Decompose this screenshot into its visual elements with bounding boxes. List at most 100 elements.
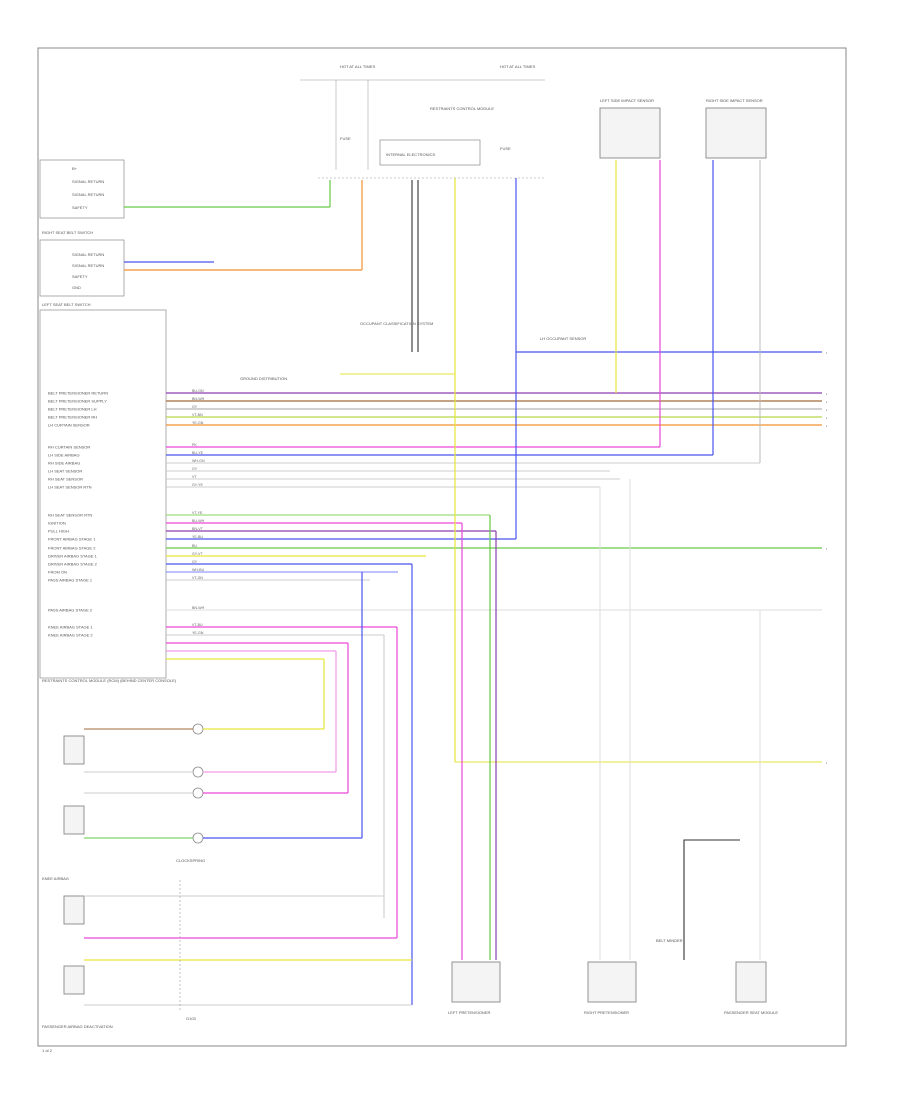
rcm-row-label: PULL HIGH xyxy=(48,529,69,534)
tick-7: • xyxy=(826,547,828,551)
wire-code-label: VT-BU xyxy=(192,623,203,627)
wire-code-label: YE-GN xyxy=(192,421,204,425)
black-wire-ground xyxy=(683,839,740,960)
tick-4: • xyxy=(826,408,828,412)
internal-label: INTERNAL ELECTRONICS xyxy=(386,152,436,157)
rcm-row-label: BELT PRETENSIONER SUPPLY xyxy=(48,399,107,404)
wire-code-label: GY xyxy=(192,560,198,564)
wire-code-label: BU-YE xyxy=(192,451,204,455)
g-label: G103 xyxy=(186,1016,197,1021)
rcm-row-label: LH SEAT SENSOR xyxy=(48,469,82,474)
wire-code-label: PK xyxy=(192,443,197,447)
vertical-wires xyxy=(323,160,761,1005)
bottom-modules: LEFT PRETENSIONER RIGHT PRETENSIONER PAS… xyxy=(42,876,778,1021)
connector-c2 xyxy=(192,766,204,778)
rcm-row-label: BELT PRETENSIONER RH xyxy=(48,415,97,420)
wire-code-label: BU xyxy=(192,544,197,548)
mid-box-row-4: GND xyxy=(72,285,81,290)
hot-label-1: HOT AT ALL TIMES xyxy=(340,64,375,69)
rcm-row-label: RH SIDE AIRBAG xyxy=(48,461,80,466)
lower-heading: RESTRAINTS CONTROL MODULE (RCM) (BEHIND … xyxy=(42,678,177,683)
rcm-row-label: KNEE AIRBAG STAGE 2 xyxy=(48,633,93,638)
bottom-left-wires xyxy=(84,880,412,1010)
passenger-seat-module xyxy=(735,961,767,1003)
mid-box-labels: SIGNAL RETURN SIGNAL RETURN SAFETY GND xyxy=(72,252,104,290)
belt-minder-label: BELT MINDER xyxy=(656,938,683,943)
right-seat-belt-switch-box xyxy=(39,239,125,297)
rcm-row-label: RH SEAT SENSOR xyxy=(48,477,83,482)
wire-code-label: GY xyxy=(192,467,198,471)
diagram-frame xyxy=(37,47,847,1047)
fuse-label-1: FUSE xyxy=(340,136,351,141)
mid-box-row-2: SIGNAL RETURN xyxy=(72,263,104,268)
right-sensor-label: RIGHT SIDE IMPACT SENSOR xyxy=(706,98,763,103)
knee-airbag-module xyxy=(63,965,85,995)
right-terminal-ticks: • • • • • • • • xyxy=(826,351,828,765)
mid-box-row-3: SAFETY xyxy=(72,274,88,279)
left-side-sensor-module xyxy=(599,107,661,159)
tick-8: • xyxy=(826,761,828,765)
page-label: 1 of 2 xyxy=(42,1048,53,1053)
left-seat-belt-switch-box xyxy=(39,159,125,219)
passenger-module-label: PASSENGER SEAT MODULE xyxy=(724,1010,778,1015)
tick-6: • xyxy=(826,424,828,428)
right-pretensioner-label: RIGHT PRETENSIONER xyxy=(584,1010,629,1015)
bottom-heading: PASSENGER AIRBAG DEACTIVATION xyxy=(42,1024,113,1029)
wire-code-label: YE-BU xyxy=(192,535,203,539)
internal-electronics-box xyxy=(379,139,481,166)
occupant-label: OCCUPANT CLASSIFICATION SYSTEM xyxy=(360,321,433,326)
right-pretensioner-module xyxy=(587,961,637,1003)
rcm-row-label: DRIVER AIRBAG STAGE 2 xyxy=(48,562,98,567)
right-seat-belt-label: RIGHT SEAT BELT SWITCH xyxy=(42,230,93,235)
rcm-row-label: RH CURTAIN SENSOR xyxy=(48,445,90,450)
wire-code-label: BN-WH xyxy=(192,397,205,401)
tick-3: • xyxy=(826,400,828,404)
fuse-label-2: FUSE xyxy=(500,146,511,151)
wire-code-label: VT-YE xyxy=(192,511,203,515)
rcm-row-label: FRONT AIRBAG STAGE 1 xyxy=(48,537,96,542)
wire-code-label: VT xyxy=(192,475,197,479)
left-seat-belt-label: LEFT SEAT BELT SWITCH xyxy=(42,302,91,307)
horizontal-wires xyxy=(124,206,822,763)
connector-c1 xyxy=(192,723,204,735)
rcm-row-label: LH CURTAIN SENSOR xyxy=(48,423,90,428)
top-box-row-4: SAFETY xyxy=(72,205,88,210)
tick-1: • xyxy=(826,351,828,355)
clockspring-label: CLOCKSPRING xyxy=(176,858,205,863)
rcm-row-label: PASS AIRBAG STAGE 1 xyxy=(48,578,93,583)
tick-2: • xyxy=(826,392,828,396)
rcm-row-label: RH SEAT SENSOR RTN xyxy=(48,513,92,518)
wire-code-label: WH-BU xyxy=(192,568,205,572)
left-pretensioner-label: LEFT PRETENSIONER xyxy=(448,1010,490,1015)
wire-code-label: YE-GN xyxy=(192,631,204,635)
rcm-row-label: BELT PRETENSIONER LH xyxy=(48,407,97,412)
rcm-row-label: LH SIDE AIRBAG xyxy=(48,453,80,458)
rcm-row-label: PASS AIRBAG STAGE 2 xyxy=(48,608,93,613)
top-box-row-1: B+ xyxy=(72,166,78,171)
rcm-row-label: FROM ON xyxy=(48,570,67,575)
left-sensor-label: LEFT SIDE IMPACT SENSOR xyxy=(600,98,654,103)
driver-airbag-module-2 xyxy=(63,805,85,835)
top-box-row-3: SIGNAL RETURN xyxy=(72,192,104,197)
top-box-row-2: SIGNAL RETURN xyxy=(72,179,104,184)
rcm-row-label: LH SEAT SENSOR RTN xyxy=(48,485,92,490)
rcm-row-label: KNEE AIRBAG STAGE 1 xyxy=(48,625,93,630)
wire-code-label: BU-GN xyxy=(192,389,204,393)
rcm-row-label: IGNITION xyxy=(48,521,66,526)
passenger-airbag-module xyxy=(63,895,85,925)
wire-code-label: VT-GN xyxy=(192,576,203,580)
wire-code-label: VT-BN xyxy=(192,413,203,417)
connector-c3 xyxy=(192,787,204,799)
driver-airbag-stage-module xyxy=(63,735,85,765)
restraints-label: RESTRAINTS CONTROL MODULE xyxy=(430,106,494,111)
rcm-row-label: FRONT AIRBAG STAGE 2 xyxy=(48,546,96,551)
connector-c4 xyxy=(192,832,204,844)
left-airbag-modules xyxy=(63,735,85,995)
wire-code-label: BN-WH xyxy=(192,606,205,610)
ground-dist-label: GROUND DISTRIBUTION xyxy=(240,376,287,381)
right-side-sensor-module xyxy=(705,107,767,159)
wire-code-label: GY-VT xyxy=(192,552,203,556)
rcm-row-label: DRIVER AIRBAG STAGE 1 xyxy=(48,554,98,559)
knee-label: KNEE AIRBAG xyxy=(42,876,69,881)
